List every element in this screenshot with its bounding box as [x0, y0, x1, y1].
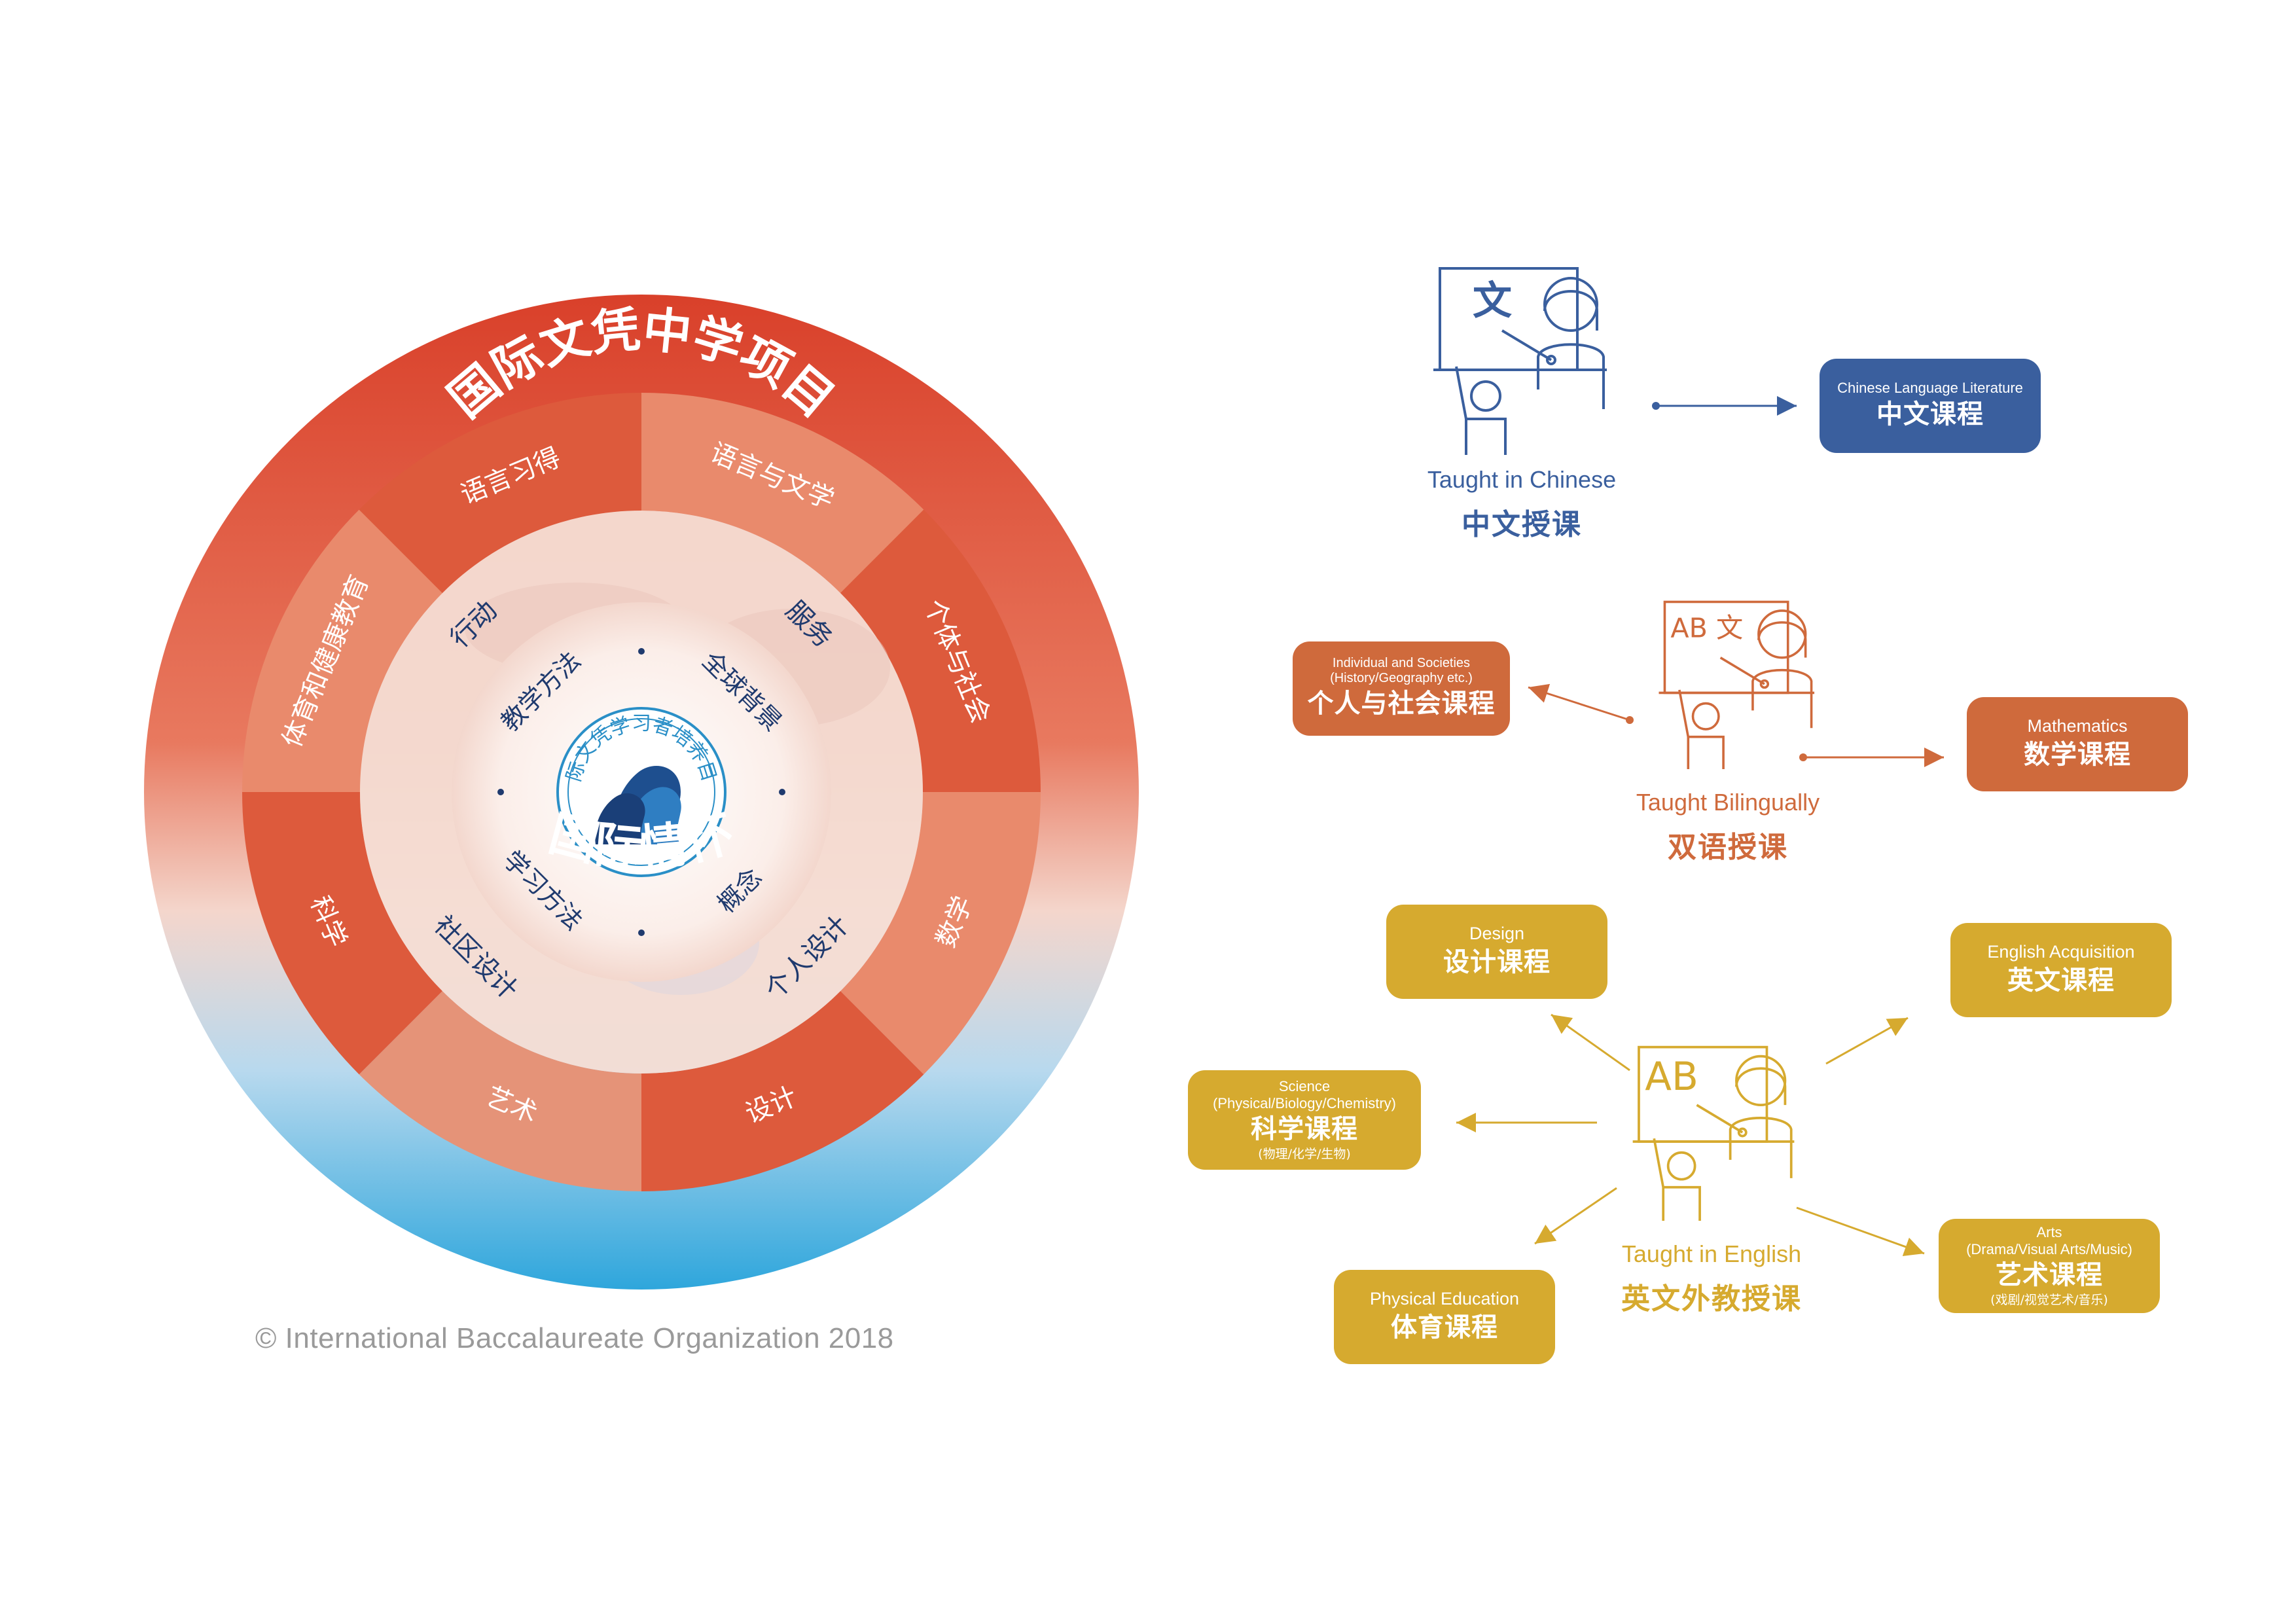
course-pe-en: Physical Education	[1369, 1289, 1520, 1309]
copyright-notice: © International Baccalaureate Organizati…	[255, 1322, 894, 1354]
teacher-board-icon: AB 文	[1659, 600, 1815, 769]
course-science-en: Science (Physical/Biology/Chemistry)	[1213, 1078, 1396, 1111]
course-arts-zh: 艺术课程	[1996, 1259, 2103, 1290]
course-mathematics-zh: 数学课程	[2024, 739, 2131, 770]
subject-group-sector	[840, 792, 1041, 1075]
course-pe: Physical Education 体育课程	[1334, 1270, 1555, 1364]
separator-dot	[638, 648, 645, 655]
course-chinese-zh: 中文课程	[1876, 399, 1984, 429]
teacher-bilingual-label-zh: 双语授课	[1668, 831, 1788, 864]
teacher-english-label-zh: 英文外教授课	[1621, 1282, 1802, 1316]
teacher-chinese-label-zh: 中文授课	[1462, 508, 1582, 541]
subject-group-sector	[641, 991, 924, 1191]
teacher-english: AB	[1630, 1034, 1806, 1231]
subject-group-sector	[242, 792, 442, 1075]
course-science-note: (物理/化学/生物)	[1258, 1146, 1351, 1161]
teacher-chinese-label-en: Taught in Chinese	[1427, 466, 1617, 493]
course-individuals: Individual and Societies (History/Geogra…	[1293, 641, 1510, 736]
separator-dot	[779, 789, 785, 795]
arrow-pe	[1534, 1187, 1617, 1245]
teacher-bilingual-label-en: Taught Bilingually	[1636, 789, 1820, 816]
svg-text:AB 文: AB 文	[1670, 612, 1743, 643]
subject-group-sector	[641, 393, 924, 593]
course-chinese: Chinese Language Literature 中文课程	[1820, 359, 2041, 453]
course-pe-zh: 体育课程	[1391, 1312, 1498, 1343]
arrow-arts	[1796, 1206, 1925, 1256]
separator-dot	[497, 789, 504, 795]
course-design-zh: 设计课程	[1443, 947, 1551, 977]
course-mathematics-en: Mathematics	[2027, 716, 2128, 736]
separator-dot	[638, 929, 645, 936]
course-mathematics: Mathematics 数学课程	[1967, 697, 2188, 791]
course-design: Design 设计课程	[1386, 905, 1607, 999]
course-arts-note: (戏剧/视觉艺术/音乐)	[1990, 1292, 2108, 1307]
subject-group-sector	[359, 991, 641, 1191]
arrow-design	[1551, 1013, 1630, 1072]
course-individuals-zh: 个人与社会课程	[1307, 689, 1496, 719]
svg-text:AB: AB	[1645, 1055, 1698, 1100]
learner-profile-logo-icon	[595, 766, 681, 844]
teacher-chinese: 文	[1430, 259, 1620, 461]
arrow-individuals	[1528, 683, 1630, 721]
teacher-board-icon: 文	[1433, 267, 1607, 455]
subject-groups-ring	[242, 393, 1041, 1191]
arrow-english	[1825, 1017, 1909, 1065]
subject-group-sector	[242, 509, 442, 792]
course-chinese-en: Chinese Language Literature	[1837, 380, 2023, 397]
course-design-en: Design	[1469, 924, 1525, 944]
course-science: Science (Physical/Biology/Chemistry) 科学课…	[1188, 1070, 1421, 1170]
course-english: English Acquisition 英文课程	[1950, 923, 2172, 1017]
course-individuals-en: Individual and Societies (History/Geogra…	[1330, 656, 1473, 685]
teacher-board-icon: AB	[1632, 1045, 1795, 1221]
svg-text:文: 文	[1473, 278, 1512, 324]
teacher-english-label-en: Taught in English	[1621, 1240, 1802, 1267]
subject-group-sector	[840, 509, 1041, 792]
course-science-zh: 科学课程	[1251, 1113, 1358, 1144]
course-arts: Arts (Drama/Visual Arts/Music) 艺术课程 (戏剧/…	[1939, 1219, 2160, 1313]
course-arts-en: Arts (Drama/Visual Arts/Music)	[1966, 1224, 2132, 1257]
teacher-bilingual: AB 文	[1656, 586, 1826, 782]
course-english-en: English Acquisition	[1987, 942, 2135, 962]
myp-programme-wheel: 语言与文学个体与社会数学设计艺术科学体育和健康教育语言习得服务个人设计社区设计行…	[0, 0, 1139, 1290]
subject-group-sector	[359, 393, 641, 593]
course-english-zh: 英文课程	[2007, 965, 2115, 996]
